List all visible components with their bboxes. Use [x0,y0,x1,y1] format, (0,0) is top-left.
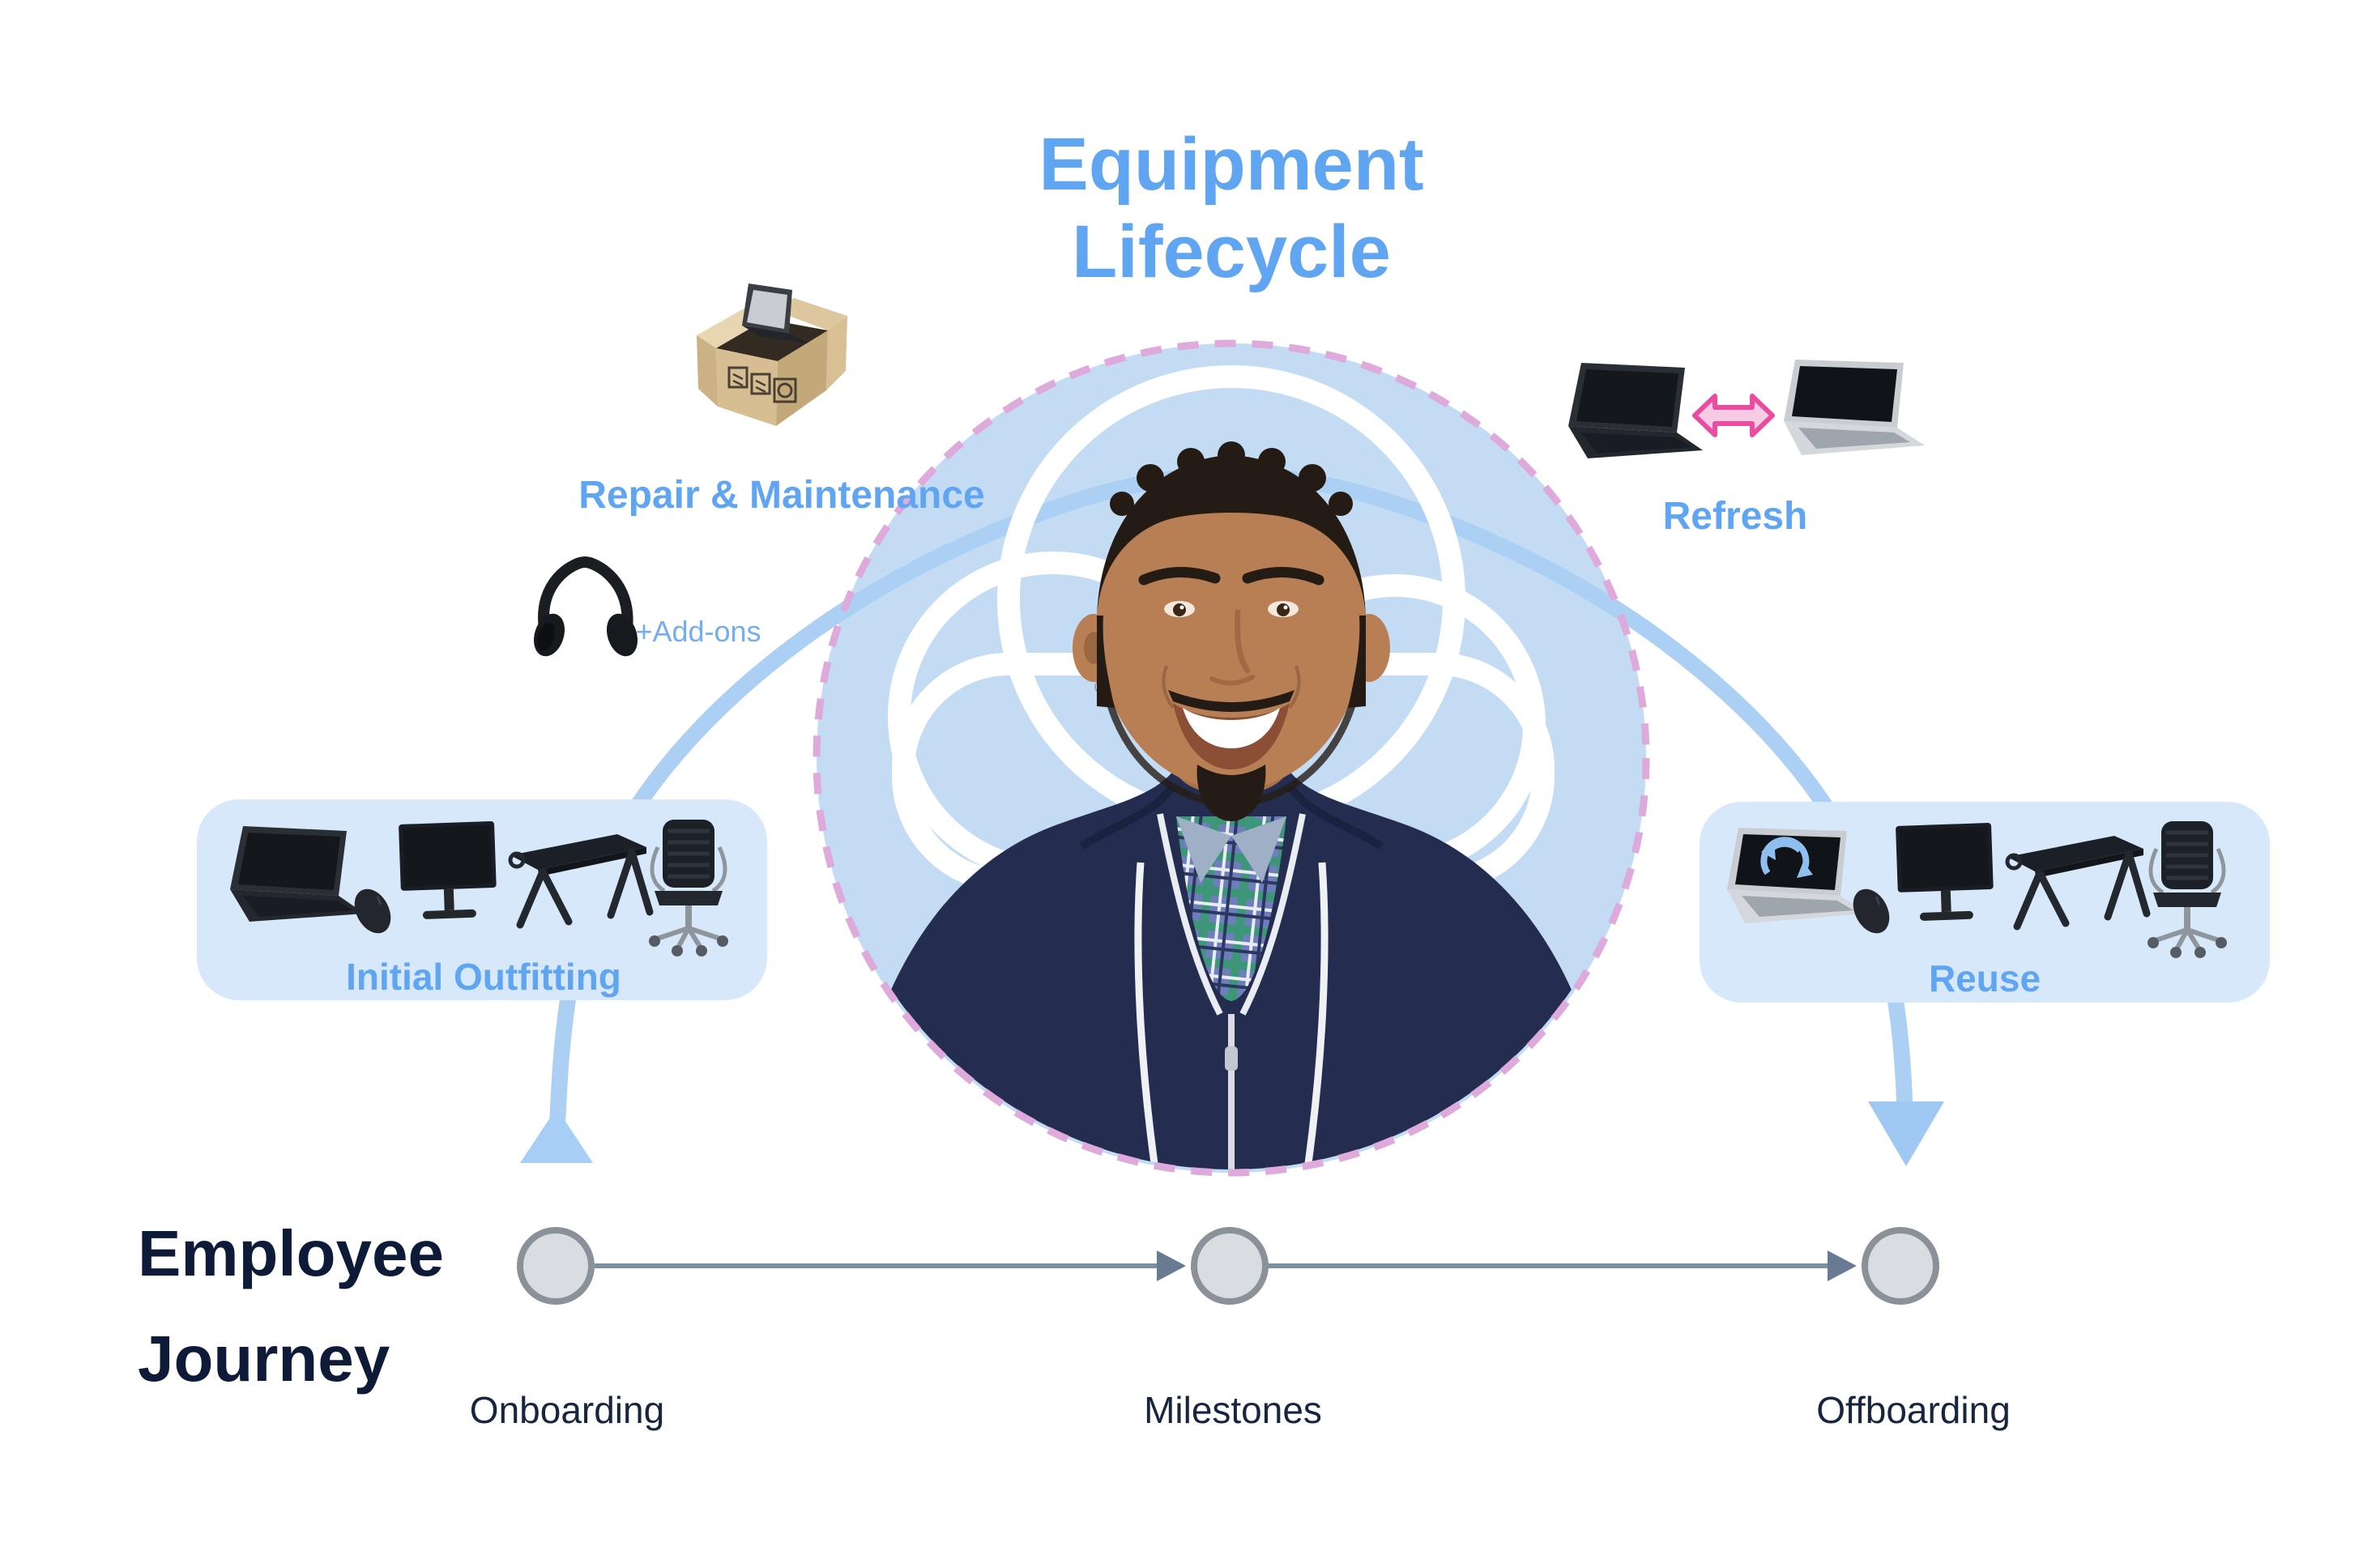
refresh-swap-arrow-icon [1692,394,1775,437]
reuse-desk-icon [2005,836,2151,931]
onboarding-connector-arrow [520,1108,593,1163]
reuse-chair-icon [2148,821,2227,958]
timeline-arrow-icon [1157,1250,1186,1281]
outfit-monitor-icon [399,821,497,919]
outfit-desk-icon [508,834,654,929]
outfit-chair-icon [649,820,728,956]
timeline-arrow-icon [1828,1250,1857,1281]
step-label-milestones: Milestones [1144,1389,1322,1431]
journey-heading-line2: Journey [138,1323,390,1395]
offboarding-node [1862,1227,1939,1305]
refresh-new-laptop-icon [1784,360,1925,455]
addons-label: +Add-ons [635,615,761,648]
refresh-label: Refresh [1662,495,1808,538]
outfit-laptop-icon [230,826,365,922]
recycle-arrows-icon [1760,837,1813,878]
reuse-mouse-icon [1853,888,1890,934]
page-title-line1: Equipment [1039,123,1424,206]
reuse-label: Reuse [1928,957,2041,999]
step-label-offboarding: Offboarding [1816,1389,2011,1431]
onboarding-node [517,1227,595,1305]
outfit-mouse-icon [354,888,391,934]
journey-timeline [517,1227,1939,1305]
reuse-laptop-icon [1727,828,1868,923]
lifecycle-circle-border [813,339,1650,1177]
page-title-line2: Lifecycle [1072,210,1391,293]
repair-box-icon [697,283,847,426]
milestones-node [1191,1227,1269,1305]
reuse-monitor-icon [1896,823,1994,921]
journey-heading-line1: Employee [138,1217,444,1289]
repair-maintenance-label: Repair & Maintenance [578,474,985,517]
refresh-old-laptop-icon [1568,363,1703,458]
employee-portrait [842,441,1620,1169]
initial-outfitting-label: Initial Outfitting [346,956,621,998]
step-label-onboarding: Onboarding [469,1389,665,1431]
offboarding-connector-arrow [1868,1101,1944,1166]
headphones-icon [533,556,638,657]
page-title: Equipment Lifecycle [1039,121,1423,296]
